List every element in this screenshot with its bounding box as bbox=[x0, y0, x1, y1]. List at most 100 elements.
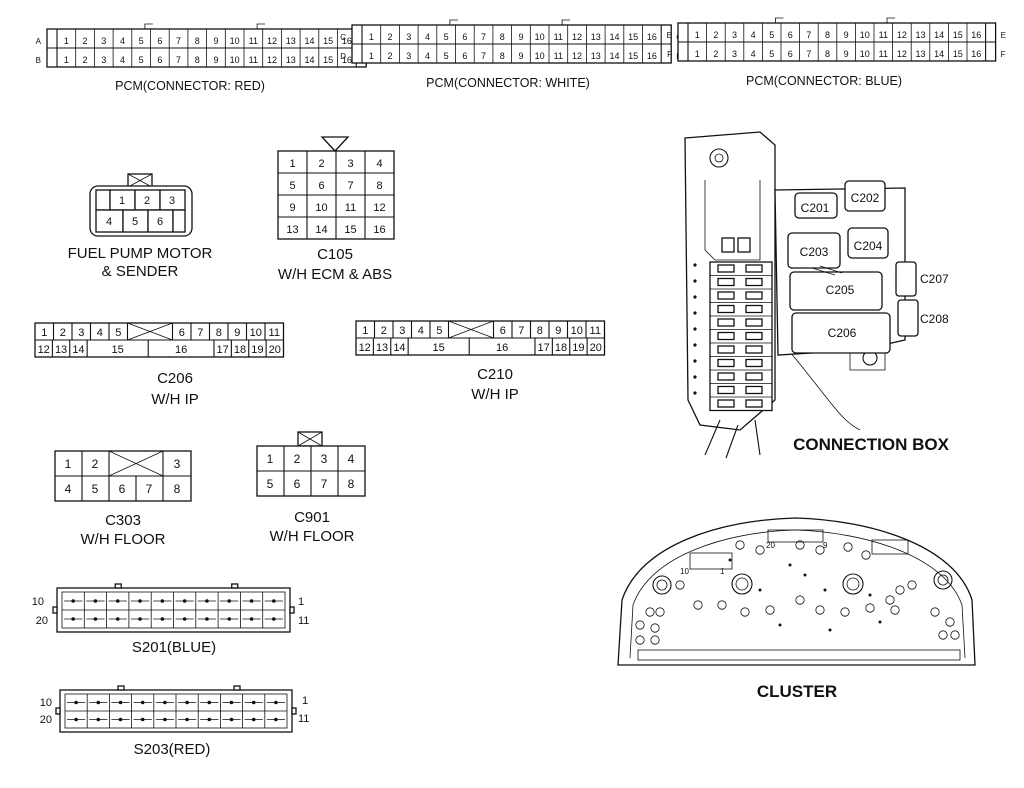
c901-pin-7: 7 bbox=[321, 477, 328, 491]
pcm_white-pin-top-2: 2 bbox=[388, 32, 393, 42]
pcm_blue-pin-top-14: 14 bbox=[934, 30, 944, 40]
pcm_blue-pin-top-9: 9 bbox=[844, 30, 849, 40]
cluster-bulb-socket bbox=[765, 605, 775, 615]
c210-label-line1: C210 bbox=[477, 366, 513, 383]
pcm_blue-row-tag-right-1: F bbox=[1001, 50, 1006, 59]
c206-pin-14: 14 bbox=[72, 344, 84, 356]
pcm_white-pin-bottom-6: 6 bbox=[462, 51, 467, 61]
s203-key-left bbox=[117, 685, 125, 691]
pcm_red-pin-bottom-7: 7 bbox=[176, 55, 181, 65]
fuse-slot bbox=[717, 264, 735, 273]
pcm_white-pin-bottom-7: 7 bbox=[481, 51, 486, 61]
s201-key-left bbox=[114, 583, 122, 589]
cluster-bulb-socket bbox=[945, 617, 955, 627]
c206-pin-9: 9 bbox=[234, 327, 240, 339]
c901-pin-1: 1 bbox=[267, 452, 274, 466]
cluster-bulb-socket bbox=[755, 545, 765, 555]
pcm_white-pin-top-11: 11 bbox=[554, 32, 563, 42]
fuse-slot bbox=[717, 291, 735, 300]
fuel-pump-pin-1: 1 bbox=[119, 195, 125, 207]
pcm_red-pin-bottom-15: 15 bbox=[323, 55, 333, 65]
cluster-bulb-socket bbox=[840, 607, 850, 617]
c901-label-line1: C901 bbox=[294, 509, 330, 526]
pcm-white-connector: 12345678910111213141516CC123456789101112… bbox=[340, 19, 682, 64]
c303-pin-2: 2 bbox=[92, 457, 99, 471]
pcm_white-row-tag-left-0: C bbox=[340, 33, 346, 42]
cluster-left-terminal bbox=[689, 552, 733, 570]
connection-box-bolt-top bbox=[709, 148, 729, 168]
s201-left-top: 10 bbox=[32, 596, 44, 608]
fuse-column-rivet bbox=[693, 327, 697, 331]
c105-pin-10: 10 bbox=[315, 202, 327, 214]
cluster-pin-mark-1: 1 bbox=[720, 567, 725, 576]
pcm_blue-pin-top-15: 15 bbox=[953, 30, 963, 40]
c303-pin-6: 6 bbox=[119, 482, 126, 496]
c210-pin-15: 15 bbox=[433, 342, 445, 354]
c210-pin-12: 12 bbox=[359, 342, 371, 354]
c303-connector: 1 2 3 4 5 6 7 8 bbox=[54, 450, 192, 502]
c303-pin-8: 8 bbox=[174, 482, 181, 496]
pcm_blue-pin-top-11: 11 bbox=[879, 30, 888, 40]
pcm_red-pin-top-15: 15 bbox=[323, 36, 333, 46]
cluster-bulb-socket bbox=[650, 623, 660, 633]
pcm_blue-row-tag-right-0: E bbox=[1001, 31, 1006, 40]
c105-label-line1: C105 bbox=[317, 246, 353, 263]
cluster-outline bbox=[617, 517, 976, 666]
c210-pin-8: 8 bbox=[537, 325, 543, 337]
pcm_white-pin-top-14: 14 bbox=[609, 32, 619, 42]
pcm_white-pin-bottom-9: 9 bbox=[518, 51, 523, 61]
fuel-pump-pin-4: 4 bbox=[106, 216, 112, 228]
pcm_red-pin-bottom-6: 6 bbox=[157, 55, 162, 65]
cluster-contact-point bbox=[788, 563, 792, 567]
cluster-bulb-socket bbox=[693, 600, 703, 610]
pcm_white-pin-top-6: 6 bbox=[462, 32, 467, 42]
pcm_red-pin-top-10: 10 bbox=[230, 36, 240, 46]
pcm_white-pin-bottom-2: 2 bbox=[388, 51, 393, 61]
connection-box-label-c206: C206 bbox=[828, 326, 857, 340]
c210-pin-19: 19 bbox=[572, 342, 584, 354]
c901-pin-8: 8 bbox=[348, 477, 355, 491]
fuse-slot bbox=[717, 331, 735, 341]
pcm_white-pin-top-5: 5 bbox=[444, 32, 449, 42]
s201-side-tab bbox=[52, 606, 58, 614]
pcm_red-pin-top-3: 3 bbox=[101, 36, 106, 46]
s203-left-top: 10 bbox=[40, 697, 52, 709]
pcm_blue-pin-top-10: 10 bbox=[860, 30, 870, 40]
pcm_red-pin-top-6: 6 bbox=[157, 36, 162, 46]
fuse-slot bbox=[717, 385, 735, 395]
pcm_white-pin-top-3: 3 bbox=[406, 32, 411, 42]
fuse-slot bbox=[745, 277, 763, 287]
c105-pin-7: 7 bbox=[347, 180, 353, 192]
s203-key-right bbox=[233, 685, 241, 691]
pcm_blue-pin-top-13: 13 bbox=[915, 30, 925, 40]
connection-box-label-c205: C205 bbox=[826, 283, 855, 297]
cluster-contact-point bbox=[778, 623, 782, 627]
c206-label-line1: C206 bbox=[157, 370, 193, 387]
c105-pin-14: 14 bbox=[315, 224, 327, 236]
pcm_blue-pin-bottom-7: 7 bbox=[806, 49, 811, 59]
pcm_blue-pin-bottom-14: 14 bbox=[934, 49, 944, 59]
fuse-slot bbox=[717, 345, 735, 354]
cluster-bulb-socket bbox=[950, 630, 960, 640]
fuse-slot bbox=[745, 399, 763, 408]
pcm_white-pin-top-16: 16 bbox=[647, 32, 657, 42]
fuse-slot bbox=[745, 358, 763, 368]
pcm_red-pin-top-4: 4 bbox=[120, 36, 125, 46]
pcm_blue-pin-top-12: 12 bbox=[897, 30, 907, 40]
pcm_blue-pin-bottom-15: 15 bbox=[953, 49, 963, 59]
cluster-bulb-socket bbox=[938, 630, 948, 640]
c303-label-line1: C303 bbox=[105, 512, 141, 529]
pcm_blue-pin-top-5: 5 bbox=[769, 30, 774, 40]
cluster-bulb-socket bbox=[650, 635, 660, 645]
pcm_blue-pin-bottom-6: 6 bbox=[788, 49, 793, 59]
fuel-pump-pin-5: 5 bbox=[132, 216, 138, 228]
pcm-white-label: PCM(CONNECTOR: WHITE) bbox=[426, 76, 590, 90]
fuse-slot bbox=[745, 372, 763, 381]
pcm_white-key-left bbox=[449, 19, 458, 25]
c105-pin-2: 2 bbox=[318, 158, 324, 170]
pcm_blue-pin-top-6: 6 bbox=[788, 30, 793, 40]
fuse-column-rivet bbox=[693, 279, 697, 283]
